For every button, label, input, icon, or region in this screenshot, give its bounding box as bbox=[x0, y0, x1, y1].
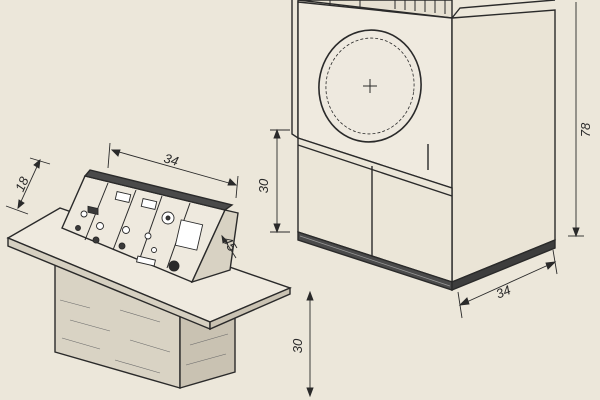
console-width-label: 34 bbox=[162, 150, 180, 168]
panel-display-1 bbox=[114, 190, 132, 204]
panel-switch-bank bbox=[136, 255, 156, 267]
panel-knob-7 bbox=[144, 232, 152, 240]
panel-knob-4 bbox=[92, 236, 100, 244]
cabinet-divider bbox=[297, 144, 453, 197]
cabinet-dim-height bbox=[568, 2, 584, 238]
panel-display-2 bbox=[140, 197, 158, 211]
panel-knob-5 bbox=[122, 226, 130, 234]
scope-inner-ring bbox=[325, 37, 415, 135]
panel-knob-2 bbox=[75, 225, 81, 231]
panel-knob-3 bbox=[96, 222, 104, 230]
console-depth-label: 18 bbox=[12, 174, 32, 194]
console-dim-width bbox=[107, 142, 239, 199]
console-dim-depth bbox=[5, 157, 51, 215]
cabinet-top-edge bbox=[451, 0, 556, 19]
cabinet-side-panel bbox=[451, 9, 556, 284]
cabinet-height-label: 78 bbox=[578, 122, 593, 137]
cabinet-unit bbox=[291, 0, 556, 292]
panel-big-knob bbox=[168, 260, 180, 272]
panel-divider-2 bbox=[112, 189, 137, 251]
desk-edge-side bbox=[209, 286, 291, 331]
cabinet-dim-width bbox=[457, 249, 558, 319]
pedestal-texture bbox=[59, 299, 229, 374]
panel-meter-1 bbox=[87, 205, 99, 216]
cabinet-lower-height-label: 30 bbox=[256, 178, 271, 193]
panel-knob-1 bbox=[80, 210, 88, 218]
console-height-label: 30 bbox=[290, 338, 305, 353]
panel-knob-8 bbox=[151, 247, 157, 253]
cabinet-dim-lower bbox=[270, 128, 290, 234]
panel-knob-6 bbox=[118, 242, 126, 250]
panel-top-strip bbox=[83, 169, 234, 211]
panel-dial-center bbox=[165, 215, 171, 221]
cabinet-width-label: 34 bbox=[494, 282, 513, 301]
cabinet-plinth-stripes bbox=[299, 235, 451, 287]
panel-divider-3 bbox=[139, 195, 163, 259]
cabinet-top-vents bbox=[329, 0, 446, 14]
cabinet-round-display bbox=[318, 29, 422, 143]
panel-controls bbox=[75, 190, 204, 272]
console-dim-height bbox=[306, 290, 314, 398]
panel-side bbox=[190, 209, 239, 284]
cabinet-plinth-side bbox=[451, 238, 556, 292]
console-dim-angle bbox=[221, 234, 237, 259]
panel-screen bbox=[174, 219, 204, 251]
